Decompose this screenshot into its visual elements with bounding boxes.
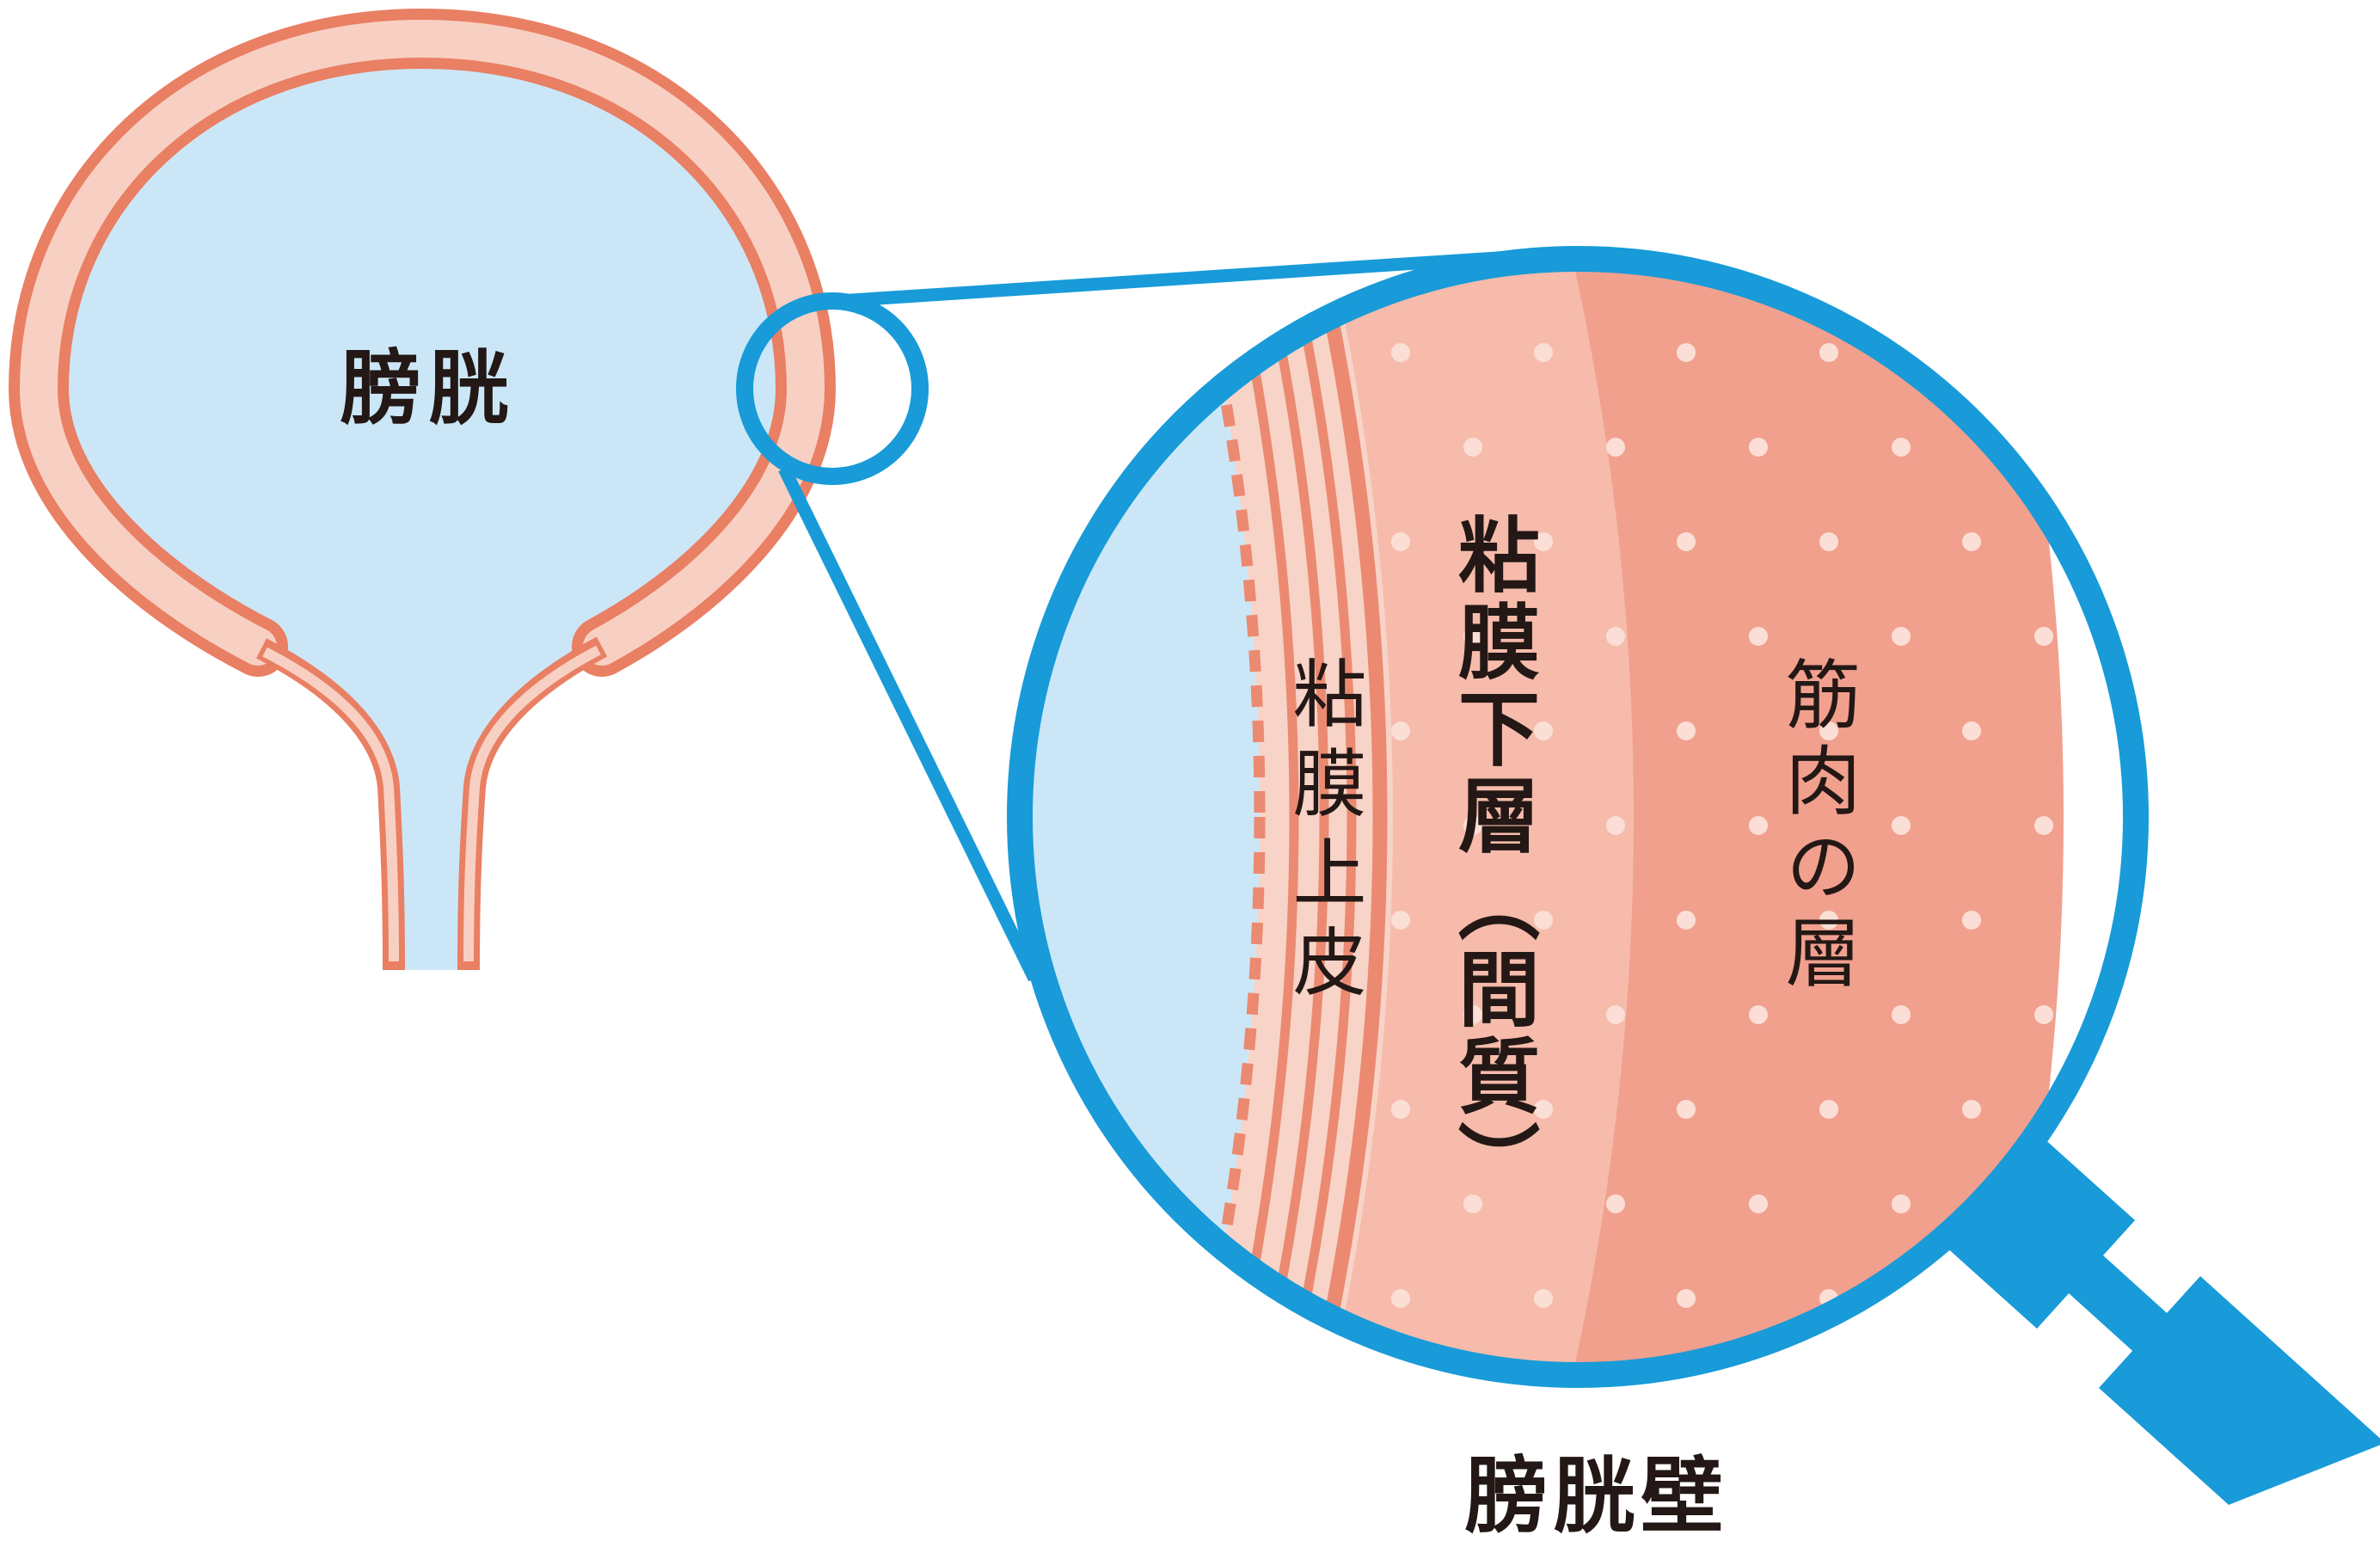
tissue-dot — [1534, 911, 1553, 930]
epithelium-stripe-1 — [1031, 270, 1299, 1364]
tissue-dot — [1606, 1005, 1625, 1024]
tissue-dot — [1463, 1194, 1482, 1213]
magnifier-neck — [2059, 1247, 2174, 1357]
tissue-dot — [1391, 721, 1410, 740]
tissue-dot — [1534, 343, 1553, 362]
tissue-dot — [1749, 816, 1768, 835]
tissue-dot — [2034, 1005, 2053, 1024]
tissue-dot — [1819, 721, 1838, 740]
tissue-dot — [1677, 911, 1696, 930]
tissue-dot — [1391, 911, 1410, 930]
callout-line-lower — [778, 465, 1040, 982]
tissue-dot — [1892, 1005, 1911, 1024]
epithelium-stripe-2 — [1031, 270, 1329, 1364]
tissue-dot — [1606, 438, 1625, 457]
bladder-wall-inner — [19, 19, 825, 666]
tissue-dot — [1819, 343, 1838, 362]
tissue-dot — [1749, 438, 1768, 457]
tissue-dot — [1391, 1100, 1410, 1119]
callout-line-upper — [837, 248, 1550, 308]
tissue-dot — [1749, 627, 1768, 646]
tissue-dot — [1962, 1100, 1981, 1119]
layer-label-submucosa: 粘膜下層（間質） — [1445, 513, 1539, 1207]
magnifier-handle — [2099, 1276, 2380, 1505]
bladder-illustration — [8, 8, 837, 971]
epithelium-stripe-3 — [1031, 270, 1357, 1364]
tissue-dot — [2034, 627, 2053, 646]
mucosa-dashed-line — [1031, 270, 1266, 1364]
tissue-dot — [1749, 1194, 1768, 1213]
tissue-dot — [1892, 1194, 1911, 1213]
tissue-dot — [1534, 1100, 1553, 1119]
tissue-dot — [1677, 721, 1696, 740]
epithelium-stripe-thick — [1031, 270, 1388, 1364]
tissue-dot — [1534, 532, 1553, 551]
tissue-dot — [1962, 532, 1981, 551]
tissue-dot — [1463, 627, 1482, 646]
tissue-dot — [1892, 438, 1911, 457]
tissue-dot — [1463, 816, 1482, 835]
magnifier-collar — [1944, 1137, 2135, 1329]
tissue-dot — [1677, 532, 1696, 551]
lens-rim — [1007, 246, 2149, 1388]
bladder-wall-caption: 膀胱壁 — [1465, 1448, 1728, 1541]
tissue-dot — [1606, 627, 1625, 646]
tissue-dot — [1534, 1289, 1553, 1308]
tissue-dot — [1749, 1005, 1768, 1024]
highlight-circle — [736, 292, 929, 485]
tissue-dot — [1819, 1100, 1838, 1119]
tissue-dot — [1463, 438, 1482, 457]
lens-content — [1031, 270, 2064, 1364]
urethra-wall-right-core — [463, 645, 601, 962]
tissue-dot — [1819, 532, 1838, 551]
callout — [736, 248, 1550, 982]
tissue-dot — [2034, 816, 2053, 835]
bladder-lumen — [39, 39, 806, 970]
tissue-dot — [1677, 343, 1696, 362]
tissue-dot — [1391, 1289, 1410, 1308]
tissue-dot — [1962, 721, 1981, 740]
tissue-dot — [1534, 721, 1553, 740]
tissue-dot — [1819, 911, 1838, 930]
tissue-dot — [1391, 343, 1410, 362]
tissue-dot — [1606, 816, 1625, 835]
tissue-dot — [1463, 1005, 1482, 1024]
tissue-dot — [1606, 1194, 1625, 1213]
layer-label-muscle: 筋肉の層 — [1773, 655, 1862, 999]
urethra-wall-left-core — [262, 647, 399, 962]
tissue-dot — [1962, 911, 1981, 930]
tissue-dot — [1892, 816, 1911, 835]
layer-label-epithelium: 粘膜上皮 — [1279, 655, 1365, 1013]
bladder-label: 膀胱 — [340, 342, 517, 436]
tissue-dot — [1677, 1289, 1696, 1308]
dots-pattern — [1391, 343, 2053, 1308]
tissue-dot — [1391, 532, 1410, 551]
tissue-dot — [1677, 1100, 1696, 1119]
tissue-dot — [1892, 627, 1911, 646]
